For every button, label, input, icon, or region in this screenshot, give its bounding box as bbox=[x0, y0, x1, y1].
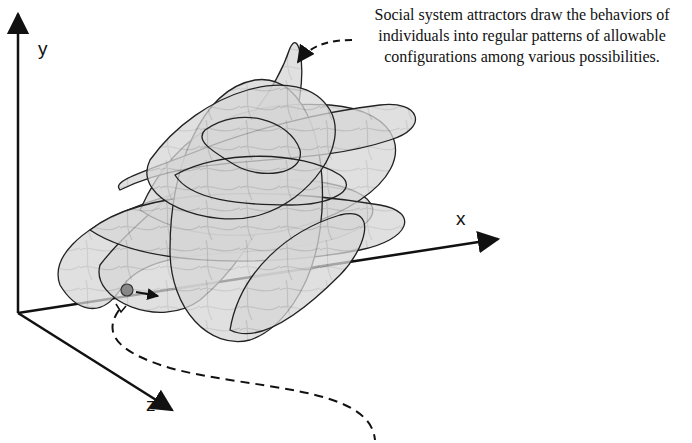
callout-note: Social system attractors draw the behavi… bbox=[357, 4, 687, 67]
axis-label: z bbox=[146, 394, 156, 416]
axis-label: y bbox=[38, 38, 48, 60]
axis-label: x bbox=[456, 208, 466, 230]
